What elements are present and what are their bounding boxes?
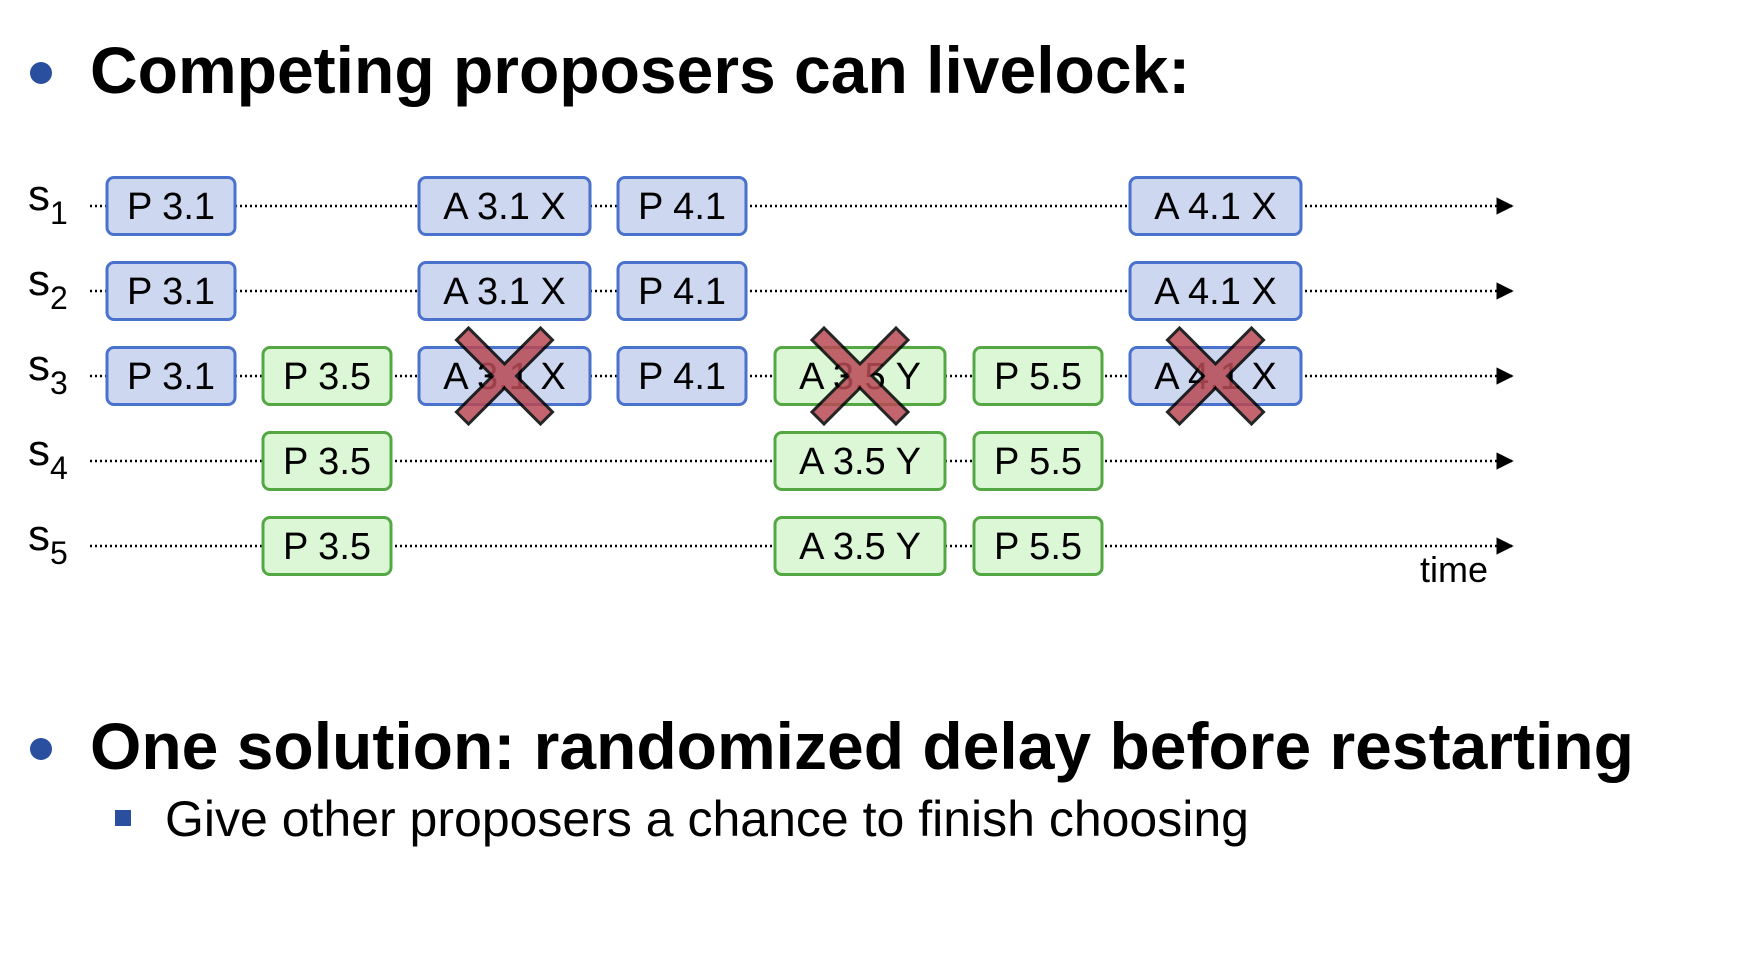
message-box: P 3.5 xyxy=(261,516,393,576)
message-box-rect xyxy=(616,176,748,236)
message-box: A 4.1 X xyxy=(1128,325,1303,427)
message-box: A 4.1 X xyxy=(1128,261,1303,321)
message-box: P 3.1 xyxy=(105,261,237,321)
message-box: P 5.5 xyxy=(972,346,1104,406)
message-box-rect xyxy=(105,176,237,236)
message-box: P 4.1 xyxy=(616,176,748,236)
message-box-rect xyxy=(972,431,1104,491)
message-box-label: A 4.1 X xyxy=(1154,271,1277,313)
rejected-cross-icon xyxy=(1165,325,1266,427)
message-box: A 3.5 Y xyxy=(773,431,947,491)
message-box: P 3.1 xyxy=(105,346,237,406)
message-box-rect xyxy=(1128,176,1303,236)
bullet-dot-1 xyxy=(30,62,52,84)
message-box-rect xyxy=(105,261,237,321)
message-box: P 5.5 xyxy=(972,431,1104,491)
message-box-label: P 3.1 xyxy=(127,186,215,228)
message-box: P 3.1 xyxy=(105,176,237,236)
message-box-rect xyxy=(972,346,1104,406)
rejected-cross-icon xyxy=(809,325,911,427)
message-box-rect xyxy=(972,516,1104,576)
message-box-label: P 3.5 xyxy=(283,526,371,568)
message-box-rect xyxy=(616,346,748,406)
message-box: P 3.5 xyxy=(261,431,393,491)
message-box-rect xyxy=(417,261,592,321)
message-box: P 4.1 xyxy=(616,261,748,321)
message-box-label: A 3.5 Y xyxy=(799,526,921,568)
message-box-label: A 4.1 X xyxy=(1154,186,1277,228)
server-label-4: s4 xyxy=(28,426,68,486)
rejected-cross-icon xyxy=(454,325,555,427)
message-box-label: A 3.1 X xyxy=(443,271,566,313)
message-box-rect xyxy=(1128,261,1303,321)
message-box-rect xyxy=(616,261,748,321)
message-box-label: P 5.5 xyxy=(994,356,1082,398)
message-box: A 3.1 X xyxy=(417,325,592,427)
message-box-label: P 5.5 xyxy=(994,441,1082,483)
server-label-1: s1 xyxy=(28,171,68,231)
message-box-label: P 4.1 xyxy=(638,271,726,313)
server-label-2: s2 xyxy=(28,256,68,316)
message-box: P 4.1 xyxy=(616,346,748,406)
message-box-label: P 4.1 xyxy=(638,356,726,398)
message-box: P 5.5 xyxy=(972,516,1104,576)
time-axis-label: time xyxy=(1420,549,1488,590)
message-box-rect xyxy=(261,431,393,491)
message-box: A 3.1 X xyxy=(417,176,592,236)
message-box: A 3.1 X xyxy=(417,261,592,321)
server-label-5: s5 xyxy=(28,511,68,571)
message-box-label: P 5.5 xyxy=(994,526,1082,568)
message-box-label: P 3.5 xyxy=(283,441,371,483)
bullet-heading-1: Competing proposers can livelock: xyxy=(90,33,1191,107)
sub-bullet-text: Give other proposers a chance to finish … xyxy=(165,791,1249,847)
message-box-label: P 4.1 xyxy=(638,186,726,228)
bullet-dot-2 xyxy=(30,738,52,760)
message-box-label: A 3.5 Y xyxy=(799,441,921,483)
message-box-rect xyxy=(261,346,393,406)
message-box: A 3.5 Y xyxy=(773,325,947,427)
message-box-rect xyxy=(105,346,237,406)
message-box-rect xyxy=(773,431,947,491)
message-box: A 3.5 Y xyxy=(773,516,947,576)
message-box-label: P 3.1 xyxy=(127,356,215,398)
sub-bullet-square xyxy=(115,810,131,826)
message-box-label: P 3.1 xyxy=(127,271,215,313)
server-label-3: s3 xyxy=(28,341,68,401)
message-box-rect xyxy=(261,516,393,576)
message-box-rect xyxy=(773,516,947,576)
bullet-heading-2: One solution: randomized delay before re… xyxy=(90,709,1634,783)
message-box-label: A 3.1 X xyxy=(443,186,566,228)
message-box-rect xyxy=(417,176,592,236)
message-box: P 3.5 xyxy=(261,346,393,406)
message-box-label: P 3.5 xyxy=(283,356,371,398)
message-box: A 4.1 X xyxy=(1128,176,1303,236)
